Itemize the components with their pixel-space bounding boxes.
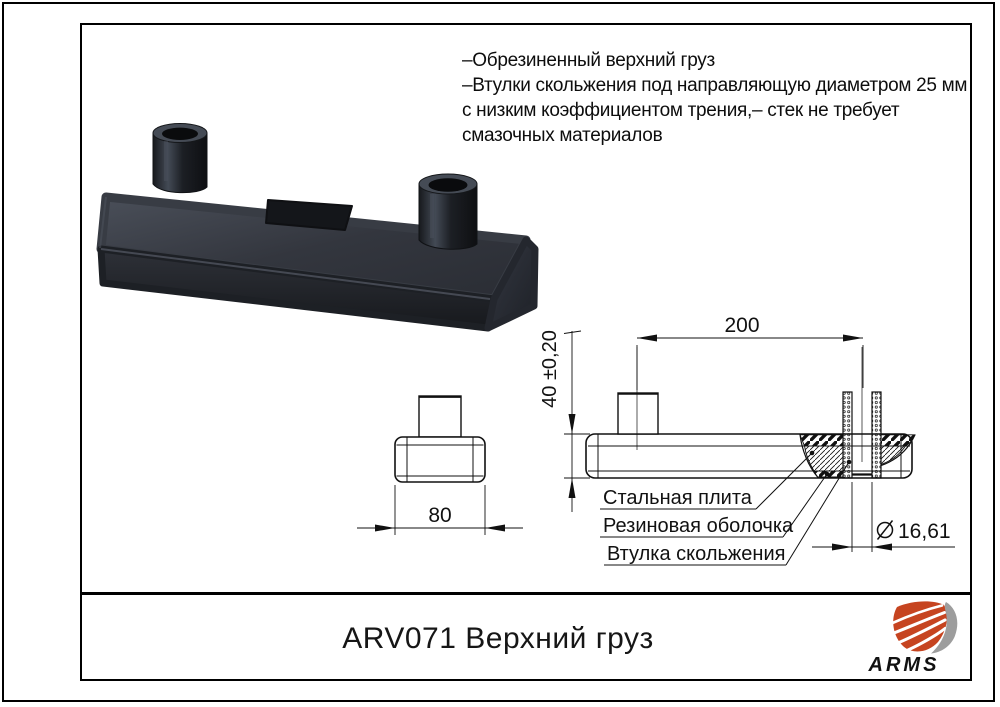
page-title: ARV071 Верхний груз (342, 622, 654, 655)
arms-logo: ARMS (868, 601, 958, 676)
description-line: –Обрезиненный верхний груз (462, 50, 715, 71)
logo-wordmark: ARMS (868, 654, 940, 676)
logo-stripes (891, 604, 947, 652)
side-view-left-bushing (617, 392, 659, 435)
description-line: –Втулки скольжения под направляющую диам… (462, 75, 968, 96)
title-block-divider (81, 592, 971, 595)
dim-height-value: 40 ±0,20 (539, 330, 561, 408)
side-view-sliding-bushing (842, 347, 882, 479)
left-bushing-bore (162, 127, 198, 140)
product-description: –Обрезиненный верхний груз –Втулки сколь… (462, 48, 970, 148)
description-line: смазочных материалов (462, 125, 663, 146)
dim-bore-diameter-value: 16,61 (898, 520, 951, 543)
dim-width (357, 485, 523, 535)
dim-bore-diameter (812, 482, 955, 552)
side-section-view: 200 40 ±0,20 16,61 (539, 314, 955, 566)
dim-center-distance (636, 334, 864, 390)
front-view-bushing (418, 395, 462, 438)
dim-center-distance-value: 200 (724, 314, 759, 337)
callout-steel-plate: Стальная плита (603, 487, 753, 509)
front-view-body (394, 436, 486, 483)
front-view: 80 (357, 395, 523, 535)
callout-sliding-bushing: Втулка скольжения (607, 543, 785, 565)
callout-rubber-shell: Резиновая оболочка (603, 515, 794, 537)
logo-swoosh-icon (931, 602, 958, 654)
product-square-hole (265, 199, 353, 231)
dim-width-value: 80 (428, 504, 451, 527)
callout-leaders (600, 450, 852, 566)
description-line: с низким коэффициентом трения,– стек не … (462, 100, 900, 121)
product-right-bushing (418, 173, 478, 250)
edge-highlight (99, 196, 107, 249)
product-end-face (484, 236, 539, 332)
product-3d-render (96, 123, 539, 332)
drawing-frame (80, 23, 972, 681)
edge-highlight (100, 248, 491, 300)
diameter-symbol-icon (876, 520, 894, 540)
dim-height (563, 330, 590, 512)
